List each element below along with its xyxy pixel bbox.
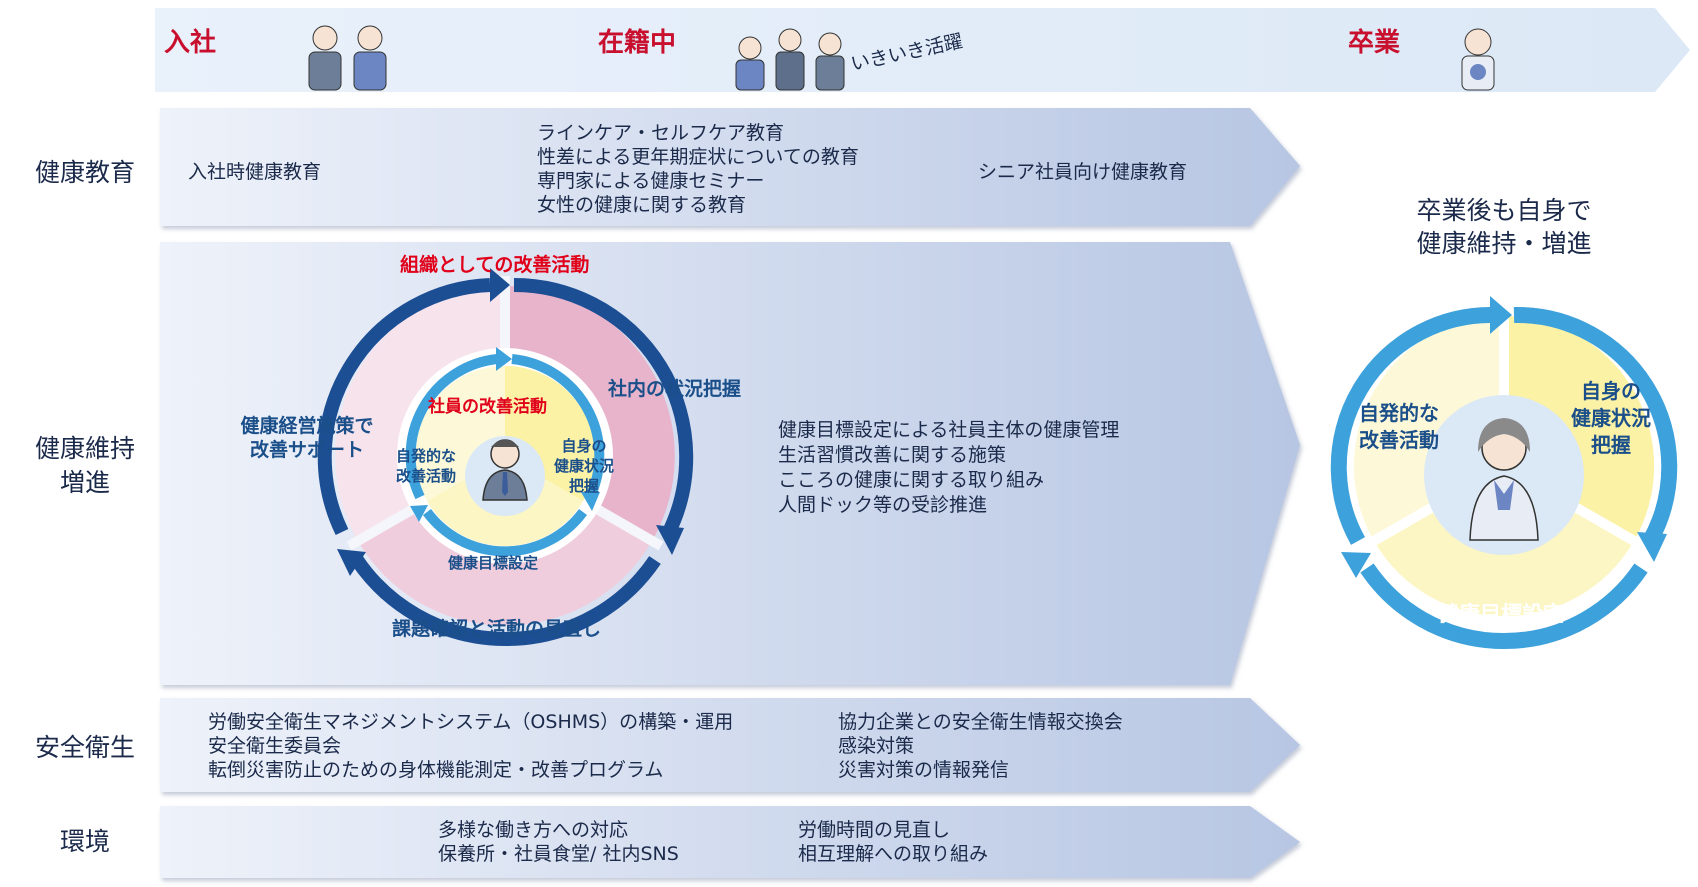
- after-cycle-bottom-label: 健康目標設定: [1438, 602, 1564, 626]
- safety-col2: 協力企業との安全衛生情報交換会 感染対策 災害対策の情報発信: [838, 710, 1123, 782]
- maintenance-item: 健康目標設定による社員主体の健康管理: [778, 419, 1120, 441]
- outer-cycle-top-label: 組織としての改善活動: [400, 254, 590, 276]
- maintenance-item: 人間ドック等の受診推進: [778, 494, 988, 516]
- label-environment: 環境: [59, 827, 110, 856]
- active-employees-illustration: [735, 28, 845, 91]
- education-item: 性差による更年期症状についての教育: [537, 146, 859, 168]
- safety-col1: 労働安全衛生マネジメントシステム（OSHMS）の構築・運用 安全衛生委員会 転倒…: [208, 710, 733, 782]
- inner-cycle-left-label: 自発的な 改善活動: [395, 447, 456, 485]
- retiree-bouquet-illustration: [1461, 28, 1495, 91]
- environment-col1: 多様な働き方への対応 保養所・社員食堂/ 社内SNS: [438, 818, 679, 866]
- maintenance-item: こころの健康に関する取り組み: [778, 469, 1045, 491]
- timeline-band: [155, 8, 1690, 92]
- new-employees-illustration: [308, 25, 387, 91]
- safety-item: 協力企業との安全衛生情報交換会: [838, 711, 1123, 733]
- label-maintenance: 健康維持 増進: [34, 434, 135, 497]
- outer-cycle-right-label: 社内の状況把握: [608, 378, 742, 400]
- employee-figure: [482, 439, 528, 501]
- retiree-figure: [1469, 418, 1539, 541]
- safety-item: 感染対策: [838, 735, 915, 757]
- inner-cycle-bottom-label: 健康目標設定: [448, 554, 539, 572]
- education-row-arrow: [160, 108, 1300, 226]
- phase-employed: 在籍中: [598, 28, 677, 58]
- education-item: 女性の健康に関する教育: [537, 194, 747, 216]
- phase-joining: 入社: [164, 28, 217, 58]
- after-cycle-right-label: 自身の 健康状況 把握: [1571, 379, 1651, 457]
- label-safety: 安全衛生: [34, 733, 135, 762]
- maintenance-items: 健康目標設定による社員主体の健康管理 生活習慣改善に関する施策 こころの健康に関…: [778, 418, 1119, 518]
- environment-item: 相互理解への取り組み: [798, 843, 989, 865]
- maintenance-item: 生活習慣改善に関する施策: [778, 444, 1007, 466]
- education-item: 専門家による健康セミナー: [537, 170, 765, 192]
- label-education: 健康教育: [34, 158, 135, 187]
- environment-item: 労働時間の見直し: [798, 819, 951, 841]
- environment-item: 保養所・社員食堂/ 社内SNS: [438, 843, 679, 865]
- safety-item: 災害対策の情報発信: [838, 759, 1010, 781]
- education-col3: シニア社員向け健康教育: [978, 161, 1188, 183]
- inner-arrow-ring: [405, 354, 605, 557]
- outer-arrow-ring: [317, 277, 694, 647]
- environment-row-arrow: [160, 806, 1300, 878]
- safety-item: 安全衛生委員会: [208, 735, 342, 757]
- education-col2: ラインケア・セルフケア教育 性差による更年期症状についての教育 専門家による健康…: [537, 121, 859, 217]
- environment-col2: 労働時間の見直し 相互理解への取り組み: [798, 818, 988, 866]
- outer-cycle-bottom-label: 課題確認と活動の見直し: [392, 618, 602, 640]
- after-arrow-ring: [1330, 306, 1678, 649]
- after-title: 卒業後も自身で 健康維持・増進: [1416, 196, 1592, 258]
- safety-item: 労働安全衛生マネジメントシステム（OSHMS）の構築・運用: [208, 711, 734, 733]
- after-cycle-left-label: 自発的な 改善活動: [1359, 401, 1439, 452]
- after-center-backdrop: [1424, 395, 1584, 555]
- inner-cycle-top-label: 社員の改善活動: [428, 397, 547, 417]
- safety-row-arrow: [160, 698, 1300, 792]
- environment-item: 多様な働き方への対応: [438, 819, 629, 841]
- inner-cycle-right-label: 自身の 健康状況 把握: [553, 437, 614, 495]
- education-col1: 入社時健康教育: [188, 161, 322, 183]
- safety-item: 転倒災害防止のための身体機能測定・改善プログラム: [208, 759, 664, 781]
- education-item: ラインケア・セルフケア教育: [537, 122, 785, 144]
- phase-retirement: 卒業: [1348, 28, 1401, 58]
- outer-cycle-left-label: 健康経営施策で 改善サポート: [240, 415, 374, 461]
